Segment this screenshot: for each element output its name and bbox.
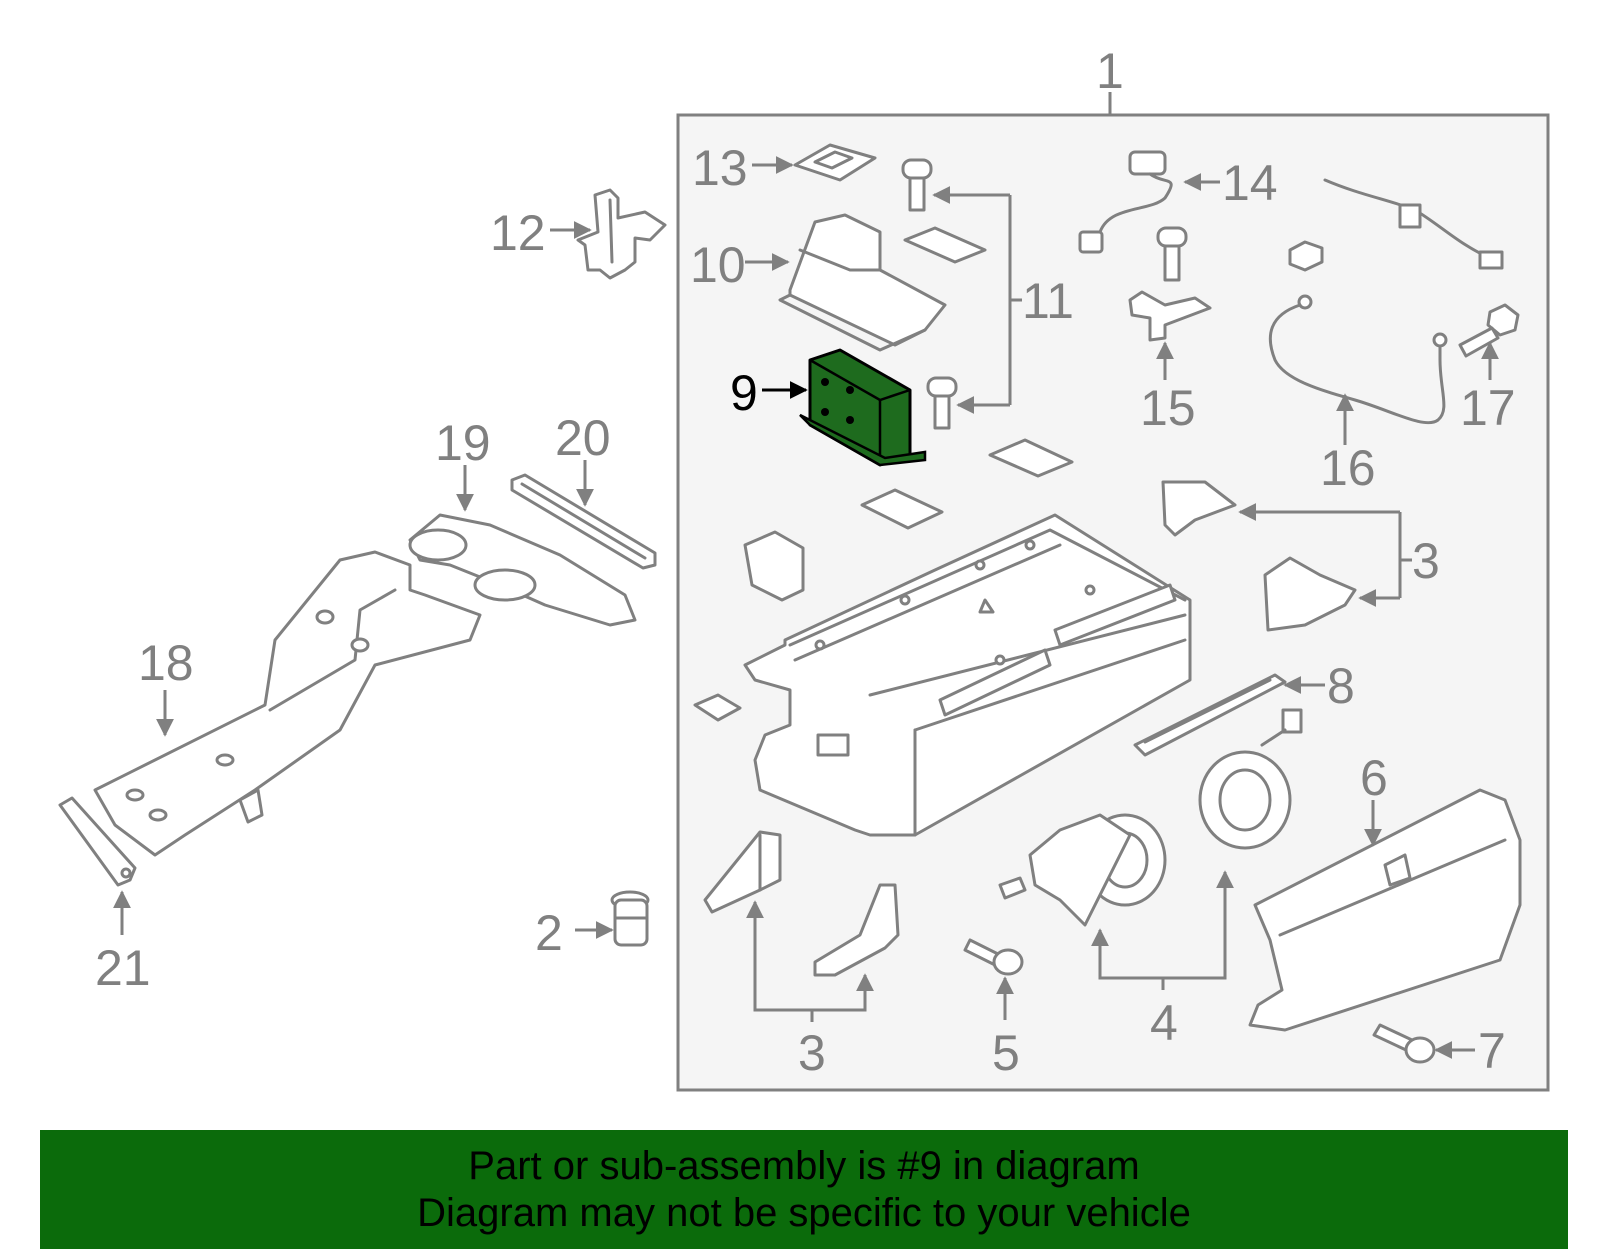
leader-3-bottom xyxy=(753,902,867,1012)
callout-21: 21 xyxy=(95,940,151,996)
callout-9: 9 xyxy=(730,365,758,421)
callout-8: 8 xyxy=(1327,658,1355,714)
battery-module[interactable] xyxy=(743,513,1192,837)
callout-3-right: 3 xyxy=(1412,533,1440,589)
part-4[interactable] xyxy=(998,708,1303,927)
part-6[interactable] xyxy=(1248,788,1522,1032)
part-14[interactable] xyxy=(1078,150,1173,254)
callout-10: 10 xyxy=(690,237,746,293)
part-20[interactable] xyxy=(510,473,657,570)
info-banner: Part or sub-assembly is #9 in diagram Di… xyxy=(40,1130,1568,1249)
callout-16: 16 xyxy=(1320,440,1376,496)
part-5[interactable] xyxy=(963,938,1024,976)
part-21[interactable] xyxy=(58,796,137,887)
callout-19: 19 xyxy=(435,415,491,471)
callout-2: 2 xyxy=(535,905,563,961)
callout-14: 14 xyxy=(1222,155,1278,211)
callout-13: 13 xyxy=(692,140,748,196)
part-9[interactable] xyxy=(799,348,927,467)
part-2[interactable] xyxy=(610,890,650,947)
part-10[interactable] xyxy=(778,213,947,352)
callout-20: 20 xyxy=(555,410,611,466)
callout-7: 7 xyxy=(1478,1023,1506,1079)
part-18[interactable] xyxy=(93,550,482,857)
callout-18: 18 xyxy=(138,635,194,691)
part-3-bottom[interactable] xyxy=(703,830,900,977)
part-3-right[interactable] xyxy=(1161,480,1357,632)
part-15[interactable] xyxy=(1128,226,1212,342)
callout-3-bottom: 3 xyxy=(798,1025,826,1081)
banner-line-1: Part or sub-assembly is #9 in diagram xyxy=(468,1143,1140,1188)
part-17[interactable] xyxy=(1458,303,1520,358)
part-16[interactable] xyxy=(1268,294,1448,425)
part-19[interactable] xyxy=(408,513,637,627)
sensor-block[interactable] xyxy=(743,530,805,602)
callout-5: 5 xyxy=(992,1025,1020,1081)
banner-line-2: Diagram may not be specific to your vehi… xyxy=(417,1190,1191,1235)
part-11[interactable] xyxy=(693,158,1074,722)
callout-1: 1 xyxy=(1096,43,1124,99)
part-12[interactable] xyxy=(576,188,667,280)
callout-15: 15 xyxy=(1140,380,1196,436)
part-7[interactable] xyxy=(1372,1023,1436,1064)
parts-diagram: 1 13 11 10 9 xyxy=(58,43,1550,1092)
callout-4: 4 xyxy=(1150,995,1178,1051)
cable-top-right[interactable] xyxy=(1323,178,1504,270)
callout-12: 12 xyxy=(490,205,546,261)
part-13[interactable] xyxy=(793,143,877,182)
callout-6: 6 xyxy=(1360,750,1388,806)
callout-11: 11 xyxy=(1022,273,1074,329)
nut[interactable] xyxy=(1288,240,1324,272)
callout-17: 17 xyxy=(1460,380,1516,436)
